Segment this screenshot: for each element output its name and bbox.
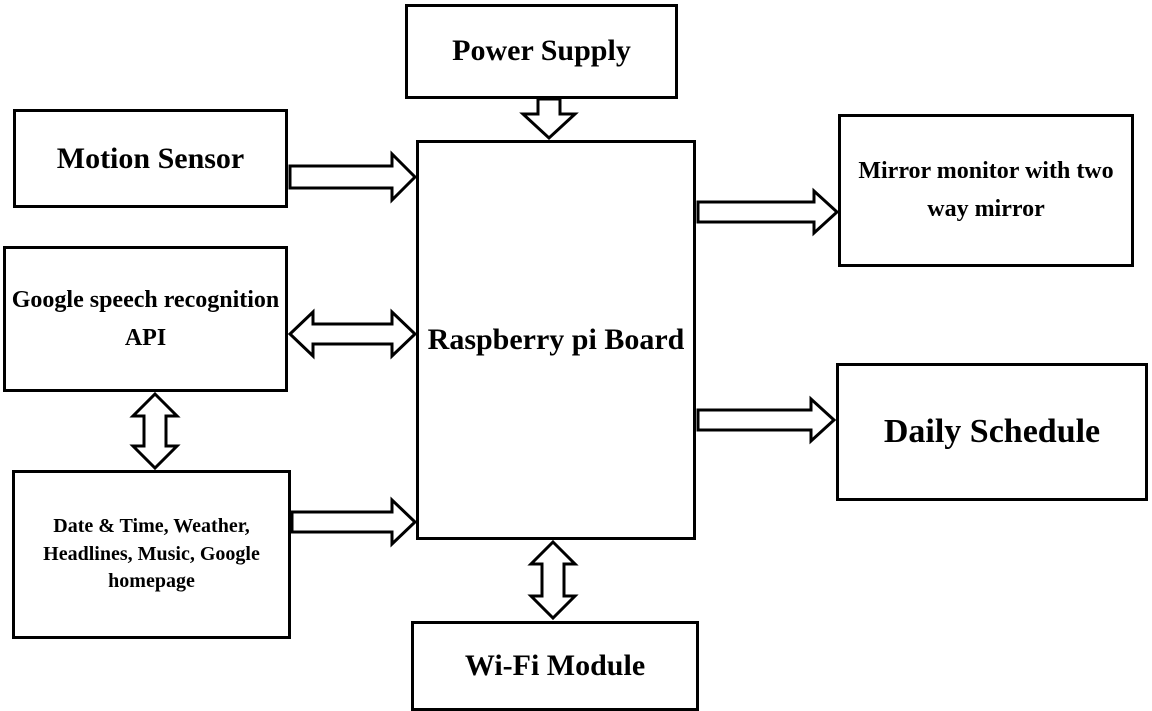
arrow-rpi-to-daily bbox=[696, 395, 837, 445]
wifi-module-label: Wi-Fi Module bbox=[464, 649, 646, 683]
motion-sensor-block: Motion Sensor bbox=[13, 109, 288, 208]
wifi-module-block: Wi-Fi Module bbox=[411, 621, 699, 711]
google-speech-api-block: Google speech recognition API bbox=[3, 246, 288, 392]
power-supply-label: Power Supply bbox=[452, 34, 631, 68]
arrow-google-rpi-bidirectional bbox=[287, 308, 418, 360]
motion-sensor-label: Motion Sensor bbox=[56, 141, 245, 175]
arrow-google-datetime-bidirectional bbox=[129, 391, 181, 471]
daily-schedule-label: Daily Schedule bbox=[883, 413, 1101, 451]
arrow-power-to-rpi bbox=[519, 97, 579, 141]
mirror-monitor-block: Mirror monitor with two way mirror bbox=[838, 114, 1134, 267]
mirror-monitor-label: Mirror monitor with two way mirror bbox=[858, 158, 1114, 222]
raspberry-pi-board-label: Raspberry pi Board bbox=[427, 323, 685, 356]
datetime-weather-block: Date & Time, Weather, Headlines, Music, … bbox=[12, 470, 291, 639]
arrow-rpi-to-mirror bbox=[696, 187, 840, 237]
power-supply-block: Power Supply bbox=[405, 4, 678, 99]
daily-schedule-block: Daily Schedule bbox=[836, 363, 1148, 501]
google-speech-api-label: Google speech recognition API bbox=[11, 286, 280, 351]
raspberry-pi-board-block: Raspberry pi Board bbox=[416, 140, 696, 540]
datetime-weather-label: Date & Time, Weather, Headlines, Music, … bbox=[43, 515, 260, 593]
arrow-motion-to-rpi bbox=[288, 150, 418, 204]
arrow-datetime-to-rpi bbox=[290, 496, 418, 548]
arrow-rpi-wifi-bidirectional bbox=[527, 539, 579, 621]
